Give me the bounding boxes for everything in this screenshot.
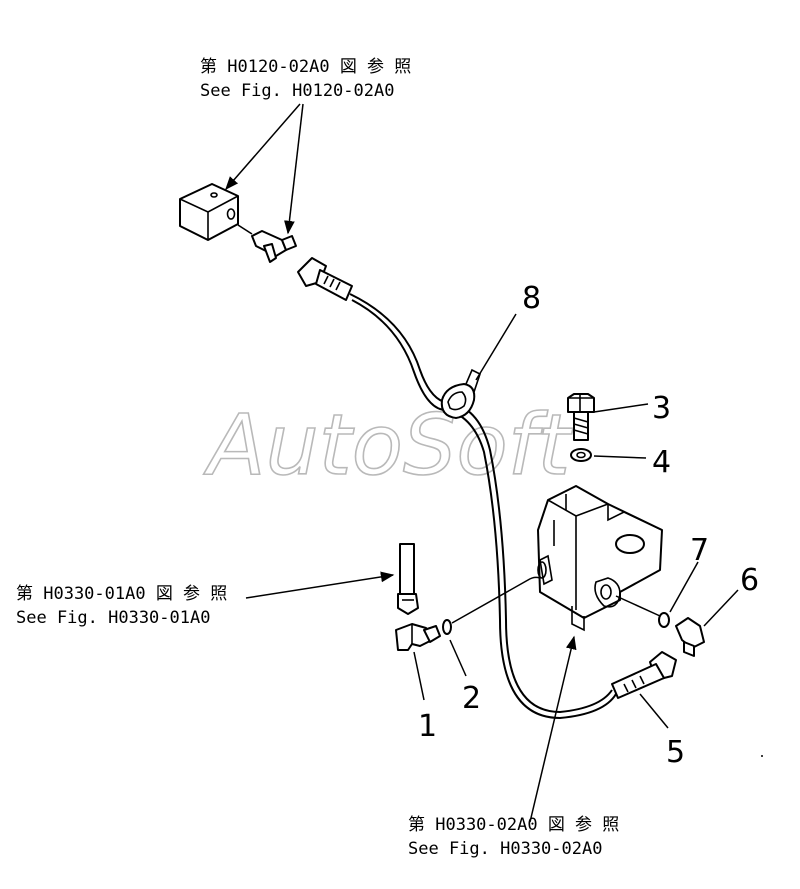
watermark-text: AutoSoft bbox=[203, 396, 573, 494]
callout-8-leader bbox=[475, 313, 517, 381]
hose-line-outer bbox=[351, 299, 617, 720]
reference-h0330-02: 第 H0330-02A0 図 参 照 See Fig. H0330-02A0 bbox=[408, 815, 619, 859]
callout-5: 5 bbox=[666, 735, 685, 770]
callout-3-leader bbox=[593, 403, 649, 413]
upper-block-part bbox=[179, 183, 239, 241]
reference-h0120-line2: See Fig. H0120-02A0 bbox=[200, 81, 394, 101]
stray-dot bbox=[761, 755, 763, 757]
reference-h0330-01-line2: See Fig. H0330-01A0 bbox=[16, 608, 210, 628]
o-ring-small-lead bbox=[615, 595, 661, 617]
callout-3: 3 bbox=[652, 391, 671, 426]
callout-5-leader bbox=[639, 693, 669, 729]
callout-1: 1 bbox=[418, 709, 437, 744]
callout-2-leader bbox=[449, 639, 467, 677]
callout-4-leader bbox=[593, 455, 647, 459]
callout-6: 6 bbox=[740, 563, 759, 598]
o-ring-part bbox=[442, 619, 452, 635]
reference-h0120-line1: 第 H0120-02A0 図 参 照 bbox=[200, 57, 411, 77]
hose-end-fitting-top bbox=[297, 257, 353, 301]
reference-h0120: 第 H0120-02A0 図 参 照 See Fig. H0120-02A0 bbox=[200, 57, 411, 101]
upright-pipe-part bbox=[397, 543, 419, 615]
reference-h0330-01-line1: 第 H0330-01A0 図 参 照 bbox=[16, 584, 227, 604]
reference-h0330-01: 第 H0330-01A0 図 参 照 See Fig. H0330-01A0 bbox=[16, 584, 227, 628]
hose-end-fitting-bottom bbox=[611, 651, 677, 699]
reference-arrow-block bbox=[225, 103, 301, 191]
callout-7-leader bbox=[669, 561, 699, 613]
callout-4: 4 bbox=[652, 445, 671, 480]
bolt-part bbox=[567, 393, 595, 441]
hose-line bbox=[349, 293, 613, 714]
callout-2: 2 bbox=[462, 681, 481, 716]
hose-clamp-part bbox=[440, 368, 481, 419]
reference-arrow-valve bbox=[529, 635, 577, 823]
reference-h0330-02-line1: 第 H0330-02A0 図 参 照 bbox=[408, 815, 619, 835]
callout-8: 8 bbox=[522, 281, 541, 316]
tee-fitting-part bbox=[237, 224, 297, 263]
callout-1-leader bbox=[413, 651, 425, 701]
valve-block-part bbox=[537, 485, 663, 632]
reference-arrow-tee bbox=[284, 103, 304, 235]
o-ring-small-part bbox=[658, 612, 670, 628]
washer-part bbox=[570, 448, 592, 462]
reference-arrow-pipe bbox=[245, 571, 395, 599]
callout-6-leader bbox=[703, 589, 739, 627]
o-ring-lead bbox=[451, 576, 541, 624]
elbow-fitting-right-part bbox=[675, 617, 705, 657]
reference-h0330-02-line2: See Fig. H0330-02A0 bbox=[408, 839, 602, 859]
elbow-fitting-part bbox=[395, 623, 441, 651]
callout-7: 7 bbox=[690, 533, 709, 568]
